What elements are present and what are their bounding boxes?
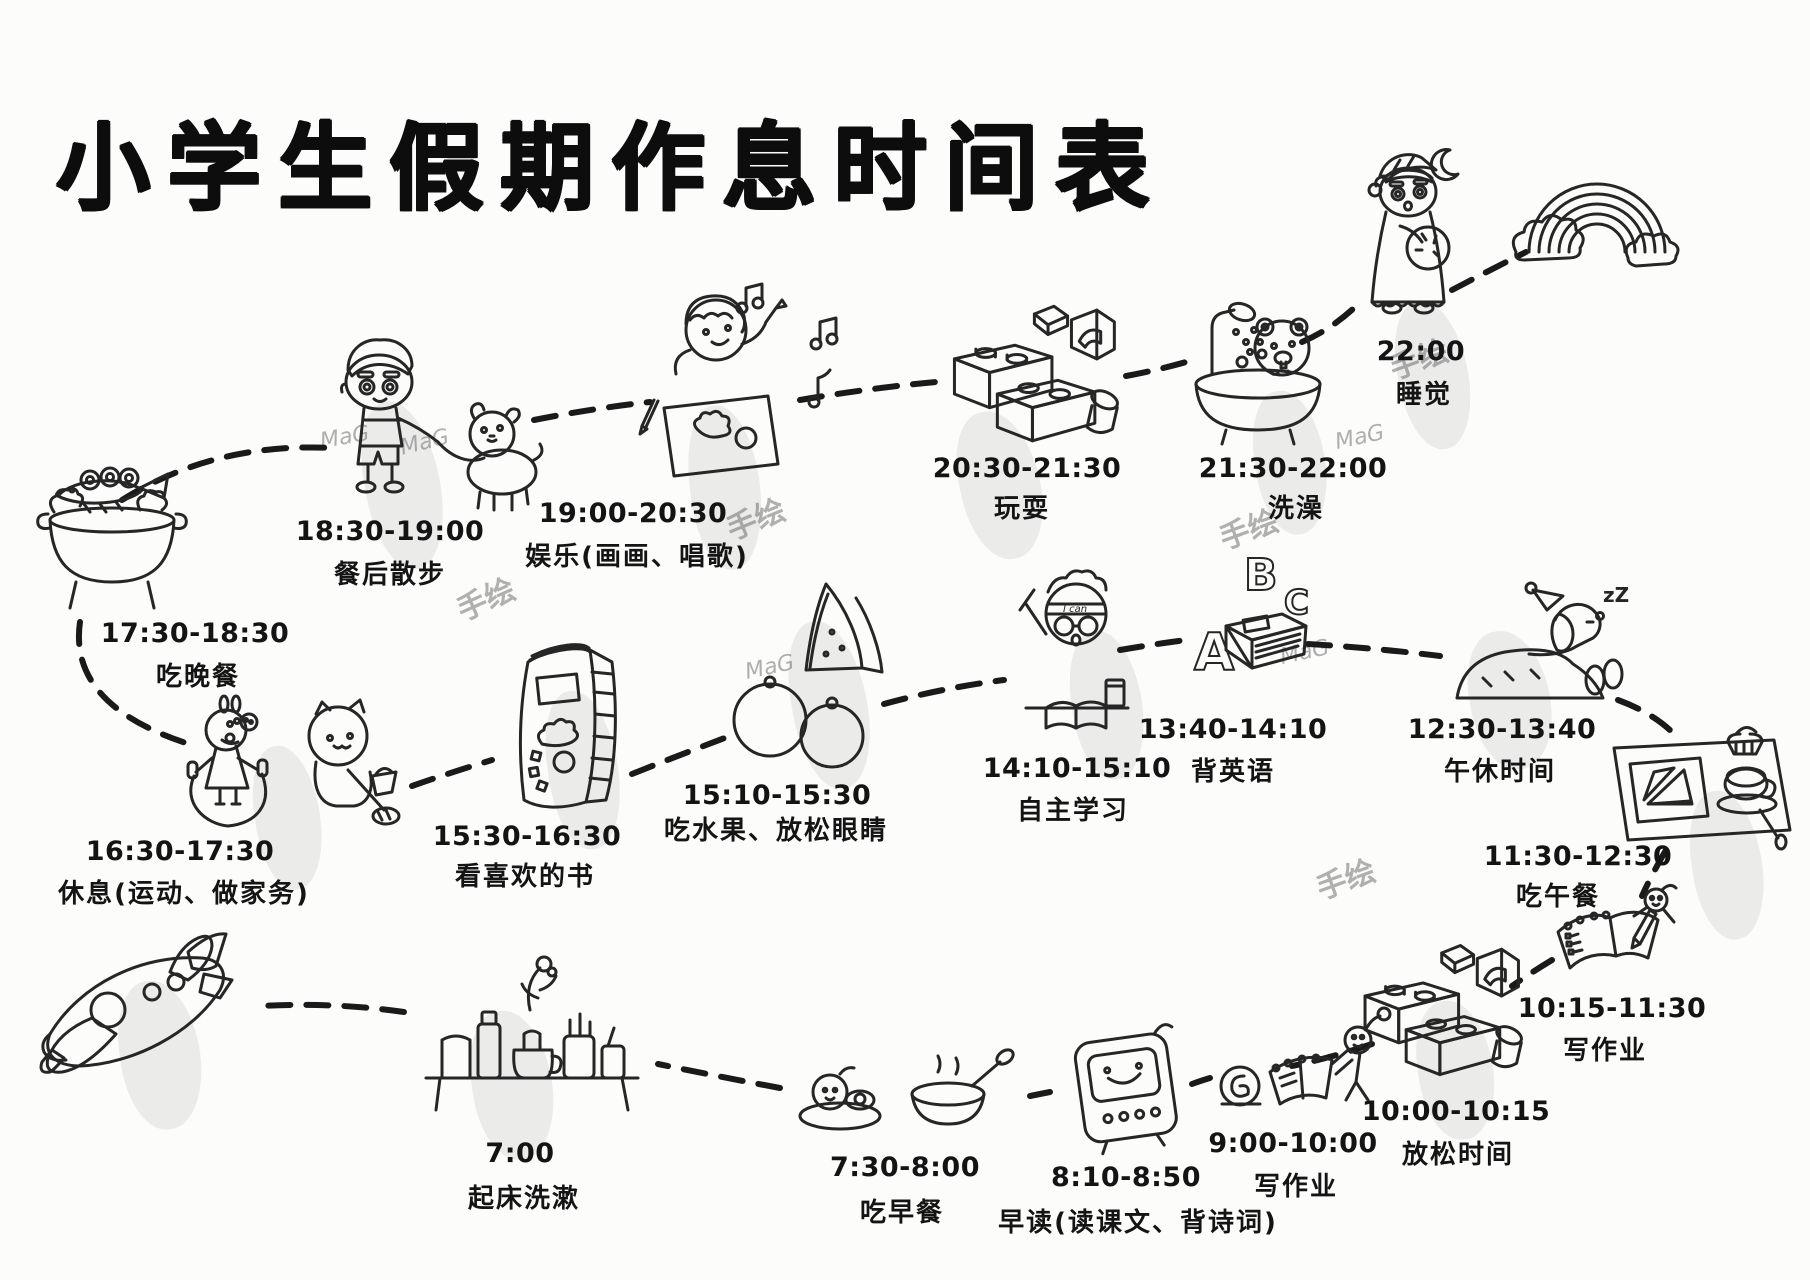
event-time: 8:10-8:50 [1050, 1162, 1202, 1193]
lego-bricks-icon [933, 298, 1128, 450]
breakfast-icon [788, 1032, 1028, 1147]
page-title: 小学生假期作息时间表 [55, 114, 1166, 223]
drawing-singing-icon [628, 278, 798, 496]
event-label: 洗澡 [1267, 494, 1325, 524]
english-abc-book-icon: B C A [1193, 549, 1310, 684]
event-time: 13:40-14:10 [1138, 714, 1328, 745]
notebook-clock-icon [1212, 1002, 1397, 1117]
event-time: 15:30-16:30 [432, 821, 622, 852]
event-time: 18:30-19:00 [295, 516, 485, 547]
sleeping-kid-icon [1342, 146, 1467, 331]
event-label: 写作业 [1253, 1172, 1339, 1202]
airplane-icon [20, 912, 258, 1117]
event-time: 7:30-8:00 [829, 1152, 981, 1183]
studying-boy-icon: I can [1008, 562, 1143, 752]
music-notes-icon [798, 312, 852, 412]
event-time: 14:10-15:10 [982, 753, 1172, 784]
event-label: 午休时间 [1443, 757, 1557, 787]
napping-dog-icon: zZ [1443, 578, 1629, 710]
event-time: 21:30-22:00 [1198, 453, 1388, 484]
reading-machine-icon [1058, 1022, 1193, 1157]
event-label: 玩耍 [993, 494, 1051, 524]
event-time: 15:10-15:30 [682, 780, 872, 811]
moon-icon [1428, 146, 1462, 186]
event-label: 写作业 [1562, 1036, 1648, 1066]
walking-dog-icon [322, 332, 562, 524]
event-label: 背英语 [1190, 757, 1276, 787]
bath-hamster-icon [1178, 288, 1336, 446]
event-label: 吃早餐 [859, 1198, 945, 1228]
event-label: 起床洗漱 [467, 1184, 581, 1214]
event-time: 20:30-21:30 [932, 453, 1122, 484]
event-label: 吃午餐 [1515, 882, 1601, 912]
lunch-tray-icon [1598, 714, 1803, 854]
skipping-pig-mopping-cat-icon [178, 692, 408, 844]
event-label: 娱乐(画画、唱歌) [525, 542, 749, 572]
favorite-book-icon [494, 632, 639, 817]
event-label: 餐后散步 [333, 560, 447, 590]
event-time: 12:30-13:40 [1407, 714, 1597, 745]
rainbow-clouds-icon [1502, 140, 1687, 280]
notebook-pen-icon [1538, 882, 1688, 987]
i-can-headband-text: I can [1063, 604, 1087, 615]
event-time: 19:00-20:30 [538, 498, 728, 529]
event-label: 早读(读课文、背诗词) [998, 1208, 1278, 1238]
event-time: 16:30-17:30 [85, 836, 275, 867]
event-time: 17:30-18:30 [100, 618, 290, 649]
event-time: 10:15-11:30 [1517, 993, 1707, 1024]
event-time: 11:30-12:30 [1483, 841, 1673, 872]
event-label: 睡觉 [1395, 380, 1453, 410]
event-time: 9:00-10:00 [1208, 1128, 1378, 1159]
event-label: 自主学习 [1016, 796, 1130, 826]
zzz-text: zZ [1603, 583, 1629, 607]
toiletries-shelf-icon [412, 950, 652, 1125]
hotpot-icon [28, 432, 196, 622]
event-label: 休息(运动、做家务) [58, 879, 310, 909]
event-time: 7:00 [485, 1138, 555, 1169]
event-time: 22:00 [1376, 336, 1466, 367]
fruits-icon [714, 572, 886, 777]
event-time: 10:00-10:15 [1361, 1096, 1551, 1127]
lego-bricks-icon [1338, 938, 1538, 1083]
event-label: 放松时间 [1401, 1140, 1515, 1170]
event-label: 吃水果、放松眼睛 [663, 816, 889, 846]
event-label: 看喜欢的书 [454, 862, 596, 892]
letter-b: B [1244, 550, 1278, 601]
event-label: 吃晚餐 [155, 662, 241, 692]
